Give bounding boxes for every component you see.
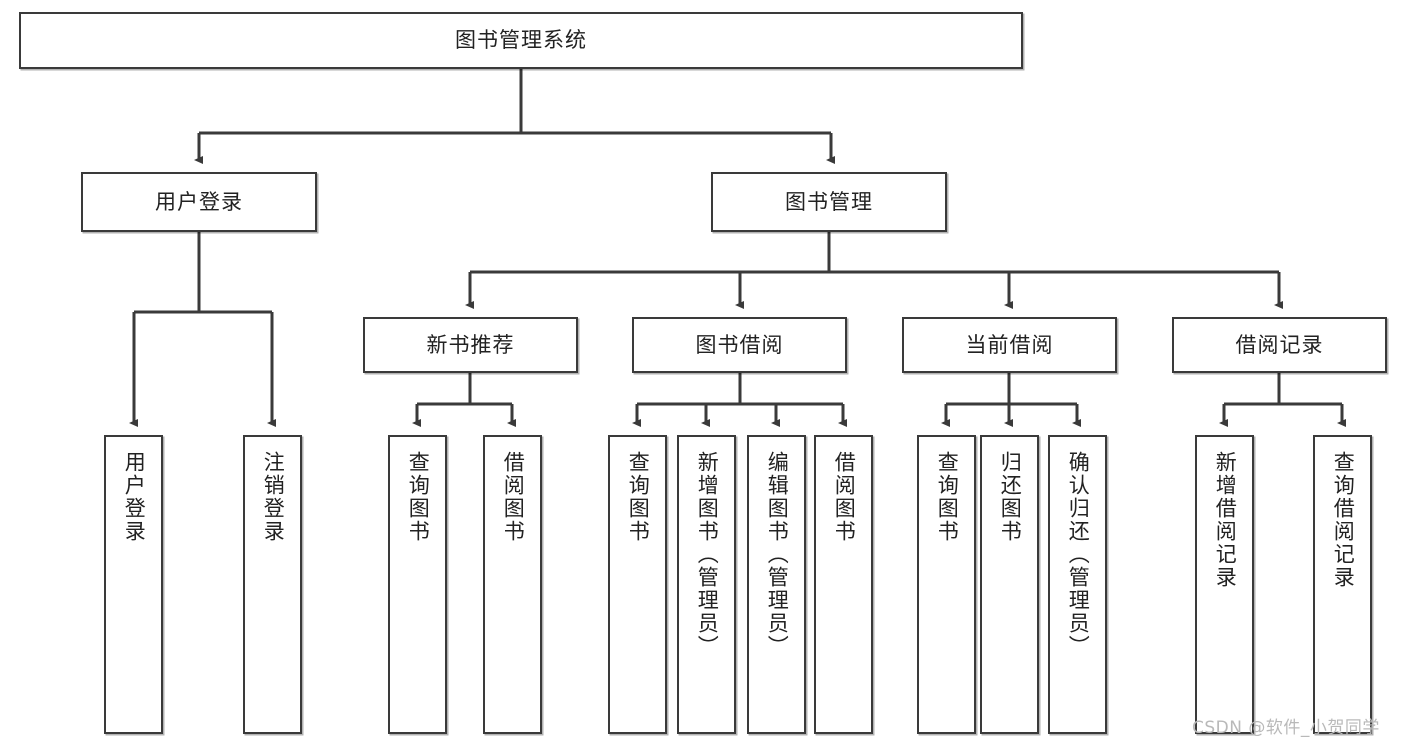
node-book-borrow-label: 图书借阅 <box>695 332 784 357</box>
node-current-borrow[interactable]: 当前借阅 <box>902 317 1117 373</box>
node-leaf-edit-book[interactable]: 编辑图书（管理员） <box>747 435 806 734</box>
node-leaf-query-record-label: 查询借阅记录 <box>1331 451 1356 589</box>
node-leaf-return-book-label: 归还图书 <box>998 451 1023 543</box>
node-leaf-query-book-1-label: 查询图书 <box>406 451 431 543</box>
node-borrow-record-label: 借阅记录 <box>1235 332 1324 357</box>
node-leaf-add-record[interactable]: 新增借阅记录 <box>1195 435 1254 734</box>
node-leaf-user-login-label: 用户登录 <box>122 451 147 543</box>
node-borrow-record[interactable]: 借阅记录 <box>1172 317 1387 373</box>
node-leaf-query-book-3-label: 查询图书 <box>935 451 960 543</box>
node-leaf-user-login[interactable]: 用户登录 <box>104 435 163 734</box>
node-user-login[interactable]: 用户登录 <box>81 172 317 232</box>
node-leaf-query-book-1[interactable]: 查询图书 <box>388 435 447 734</box>
node-user-login-label: 用户登录 <box>155 189 243 214</box>
node-current-borrow-label: 当前借阅 <box>965 332 1054 357</box>
node-leaf-query-record[interactable]: 查询借阅记录 <box>1313 435 1372 734</box>
node-leaf-query-book-2[interactable]: 查询图书 <box>608 435 667 734</box>
node-leaf-confirm-return[interactable]: 确认归还（管理员） <box>1048 435 1107 734</box>
node-leaf-borrow-book-1[interactable]: 借阅图书 <box>483 435 542 734</box>
node-book-manage[interactable]: 图书管理 <box>711 172 947 232</box>
node-root[interactable]: 图书管理系统 <box>19 12 1023 69</box>
node-leaf-edit-book-label: 编辑图书（管理员） <box>765 451 790 658</box>
node-leaf-add-book[interactable]: 新增图书（管理员） <box>677 435 736 734</box>
watermark-text: CSDN @软件_小贺同学 <box>1192 718 1380 738</box>
node-leaf-borrow-book-2-label: 借阅图书 <box>832 451 857 543</box>
node-new-book-recommend[interactable]: 新书推荐 <box>363 317 578 373</box>
node-leaf-borrow-book-1-label: 借阅图书 <box>501 451 526 543</box>
node-leaf-add-record-label: 新增借阅记录 <box>1213 451 1238 589</box>
node-leaf-query-book-3[interactable]: 查询图书 <box>917 435 976 734</box>
node-leaf-query-book-2-label: 查询图书 <box>626 451 651 543</box>
node-new-book-recommend-label: 新书推荐 <box>426 332 515 357</box>
node-leaf-confirm-return-label: 确认归还（管理员） <box>1066 451 1091 658</box>
node-book-manage-label: 图书管理 <box>785 189 873 214</box>
node-leaf-borrow-book-2[interactable]: 借阅图书 <box>814 435 873 734</box>
node-book-borrow[interactable]: 图书借阅 <box>632 317 847 373</box>
node-root-label: 图书管理系统 <box>455 28 587 53</box>
node-leaf-user-logout-label: 注销登录 <box>261 451 286 543</box>
node-leaf-return-book[interactable]: 归还图书 <box>980 435 1039 734</box>
node-leaf-user-logout[interactable]: 注销登录 <box>243 435 302 734</box>
node-leaf-add-book-label: 新增图书（管理员） <box>695 451 720 658</box>
